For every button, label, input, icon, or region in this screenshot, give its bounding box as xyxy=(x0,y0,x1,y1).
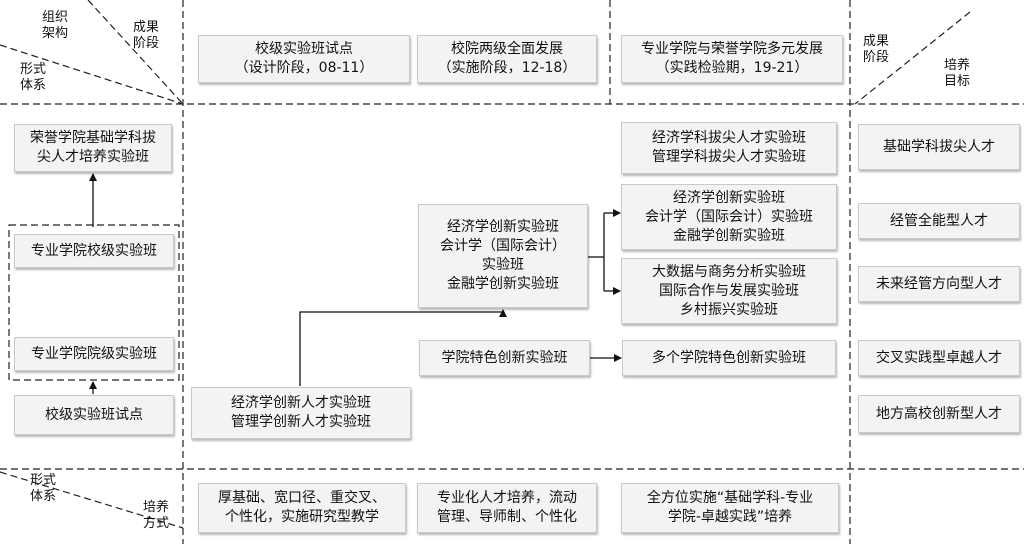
corner-diagonal-1 xyxy=(87,0,184,105)
school-level-class-box: 专业学院校级实验班 xyxy=(14,234,174,268)
method-research-teaching: 厚基础、宽口径、重交叉、个性化，实施研究型教学 xyxy=(198,483,406,533)
goal-cross-practice: 交叉实践型卓越人才 xyxy=(858,340,1020,376)
method-comprehensive: 全方位实施“基础学科-专业学院-卓越实践”培养 xyxy=(621,483,839,533)
innovation-class-box-right: 经济学创新实验班会计学（国际会计）实验班 金融学创新实验班 xyxy=(621,184,837,250)
innovation-class-box-mid: 经济学创新实验班会计学（国际会计） 实验班金融学创新实验班 xyxy=(418,204,588,308)
innovation-talent-box: 经济学创新人才实验班管理学创新人才实验班 xyxy=(191,387,411,439)
goal-local-innovation: 地方高校创新型人才 xyxy=(858,395,1020,433)
multi-feature-box: 多个学院特色创新实验班 xyxy=(622,340,836,376)
phase-pilot: 校级实验班试点（设计阶段，08-11） xyxy=(198,35,410,83)
corner-diagonal-2 xyxy=(0,44,184,105)
phase-practice: 专业学院与荣誉学院多元发展（实践检验期，19-21） xyxy=(621,35,843,83)
bigdata-class-box: 大数据与商务分析实验班国际合作与发展实验班 乡村振兴实验班 xyxy=(621,258,837,324)
goal-top-talent: 基础学科拔尖人才 xyxy=(858,124,1020,170)
arrow-talent-to-innovation xyxy=(299,309,507,386)
college-level-class-box: 专业学院院级实验班 xyxy=(14,337,174,371)
pilot-class-box: 校级实验班试点 xyxy=(14,395,174,435)
corner-method-label: 培养方式 xyxy=(143,500,170,531)
corner-form-label-top: 形式体系 xyxy=(20,62,47,93)
college-feature-box: 学院特色创新实验班 xyxy=(419,340,590,376)
honors-class-box: 荣誉学院基础学科拔尖人才培养实验班 xyxy=(14,124,172,172)
goal-all-round: 经管全能型人才 xyxy=(858,203,1020,239)
corner-diagonal-3 xyxy=(854,11,971,105)
method-specialized: 专业化人才培养，流动管理、导师制、个性化 xyxy=(417,483,597,533)
corner-form-label-bottom: 形式体系 xyxy=(30,473,57,504)
corner-stage-label-left: 成果阶段 xyxy=(133,20,160,51)
corner-stage-label-right: 成果阶段 xyxy=(863,34,890,65)
phase-implementation: 校院两级全面发展（实施阶段，12-18） xyxy=(417,35,597,83)
corner-goal-label: 培养目标 xyxy=(944,58,971,89)
school-group-frame xyxy=(8,224,180,381)
corner-diagonal-4 xyxy=(0,471,184,529)
corner-org-label: 组织架构 xyxy=(42,10,69,41)
goal-future-direction: 未来经管方向型人才 xyxy=(858,266,1020,302)
top-talent-box: 经济学科拔尖人才实验班管理学科拔尖人才实验班 xyxy=(621,122,837,174)
